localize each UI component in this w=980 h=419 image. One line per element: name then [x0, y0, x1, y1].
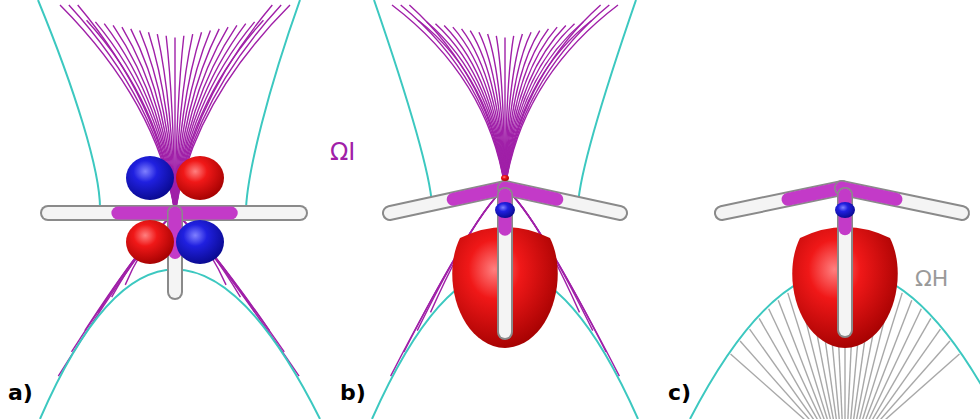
bond-outline — [175, 205, 300, 221]
gradient-path — [866, 318, 930, 419]
orbital-lobe — [176, 220, 224, 264]
bond-outline — [390, 188, 505, 213]
zero-flux-boundary — [38, 0, 100, 208]
gradient-path — [435, 24, 505, 188]
gradient-path — [470, 31, 505, 188]
bond-outline — [48, 205, 175, 221]
gradient-path — [462, 29, 505, 188]
bond-tube — [722, 188, 842, 213]
panel-letter: c) — [668, 382, 691, 404]
gradient-path — [175, 24, 246, 213]
orbital-lobe — [835, 202, 855, 218]
gradient-path — [505, 24, 575, 188]
bond-tube — [842, 188, 962, 213]
bond-atom-part — [788, 188, 842, 199]
gradient-path — [175, 27, 228, 213]
orbital-lobe — [495, 202, 515, 218]
bond-tube — [48, 207, 175, 219]
region-label: ΩH — [915, 268, 948, 290]
gradient-path — [488, 34, 505, 188]
gradient-path — [418, 20, 505, 188]
bond-atom-part — [175, 207, 231, 220]
gradient-path — [78, 5, 175, 213]
gradient-path — [505, 20, 592, 188]
gradient-path — [444, 25, 505, 188]
orbital-lobe — [126, 156, 174, 200]
zero-flux-boundary — [374, 0, 432, 205]
gradient-path — [392, 5, 505, 188]
gradient-path — [122, 27, 175, 213]
orbital-lobe — [176, 156, 224, 200]
zero-flux-boundaries — [38, 0, 980, 419]
zero-flux-boundary — [246, 0, 300, 208]
gradient-path — [871, 341, 950, 419]
gradient-path — [874, 354, 960, 419]
gradient-paths — [58, 5, 959, 419]
gradient-path — [175, 5, 272, 213]
gradient-path — [496, 36, 505, 188]
molecule-models — [48, 156, 962, 348]
bond-tube — [175, 207, 300, 219]
bond-tube — [505, 188, 620, 213]
gradient-path — [104, 24, 175, 213]
gradient-path — [95, 22, 175, 213]
panel-letter: a) — [8, 382, 33, 404]
bond-outline — [505, 188, 620, 213]
gradient-path — [427, 22, 505, 188]
gradient-path — [175, 213, 240, 297]
region-label: ΩI — [330, 140, 355, 164]
gradient-path — [113, 25, 175, 213]
gradient-path — [869, 329, 941, 419]
gradient-path — [175, 5, 290, 213]
gradient-path — [505, 5, 618, 188]
gradient-path — [69, 5, 175, 213]
zero-flux-boundary — [578, 0, 636, 205]
gradient-path — [98, 213, 175, 312]
orbital-lobe — [501, 175, 509, 181]
gradient-path — [87, 20, 175, 213]
gradient-path — [60, 5, 175, 213]
gradient-path — [453, 27, 505, 188]
gradient-path — [112, 213, 175, 297]
orbital-lobe — [126, 220, 174, 264]
gradient-path — [175, 213, 255, 312]
bond-atom-part — [118, 207, 175, 220]
gradient-path — [175, 22, 255, 213]
gradient-path — [58, 213, 175, 376]
gradient-path — [401, 5, 505, 188]
gradient-path — [505, 5, 609, 188]
gradient-path — [479, 32, 505, 188]
bond-tube — [390, 188, 505, 213]
bond-outline — [842, 188, 962, 213]
bond-outline — [722, 188, 842, 213]
panel-letter: b) — [340, 382, 366, 404]
